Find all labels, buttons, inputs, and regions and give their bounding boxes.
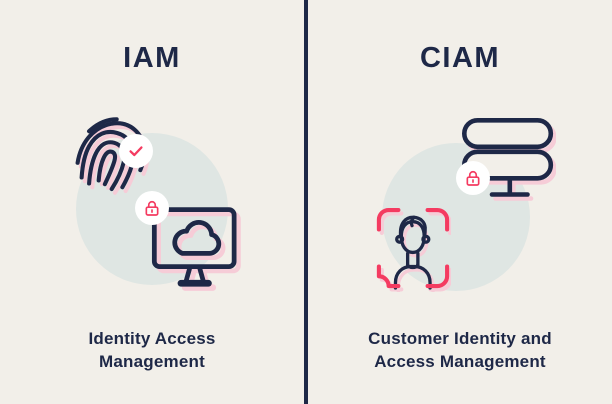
- iam-label-line2: Management: [99, 352, 205, 371]
- face-scan-icon: [376, 207, 451, 292]
- fingerprint-icon: [75, 117, 150, 195]
- divider-line: [304, 0, 308, 404]
- ciam-label-line1: Customer Identity and: [368, 329, 552, 348]
- padlock-icon: [145, 200, 159, 216]
- cloud-monitor-icon: [151, 207, 241, 291]
- padlock-badge: [135, 191, 169, 225]
- iam-label-line1: Identity Access: [88, 329, 216, 348]
- checkmark-badge: [119, 134, 153, 168]
- iam-title: IAM: [123, 42, 181, 74]
- checkmark-icon: [129, 146, 143, 157]
- ciam-title: CIAM: [419, 42, 501, 74]
- ciam-label-line2: Access Management: [374, 352, 546, 371]
- padlock-badge: [456, 161, 490, 195]
- ciam-label: Customer Identity and Access Management: [308, 327, 612, 373]
- padlock-icon: [466, 170, 480, 186]
- iam-label: Identity Access Management: [0, 327, 304, 373]
